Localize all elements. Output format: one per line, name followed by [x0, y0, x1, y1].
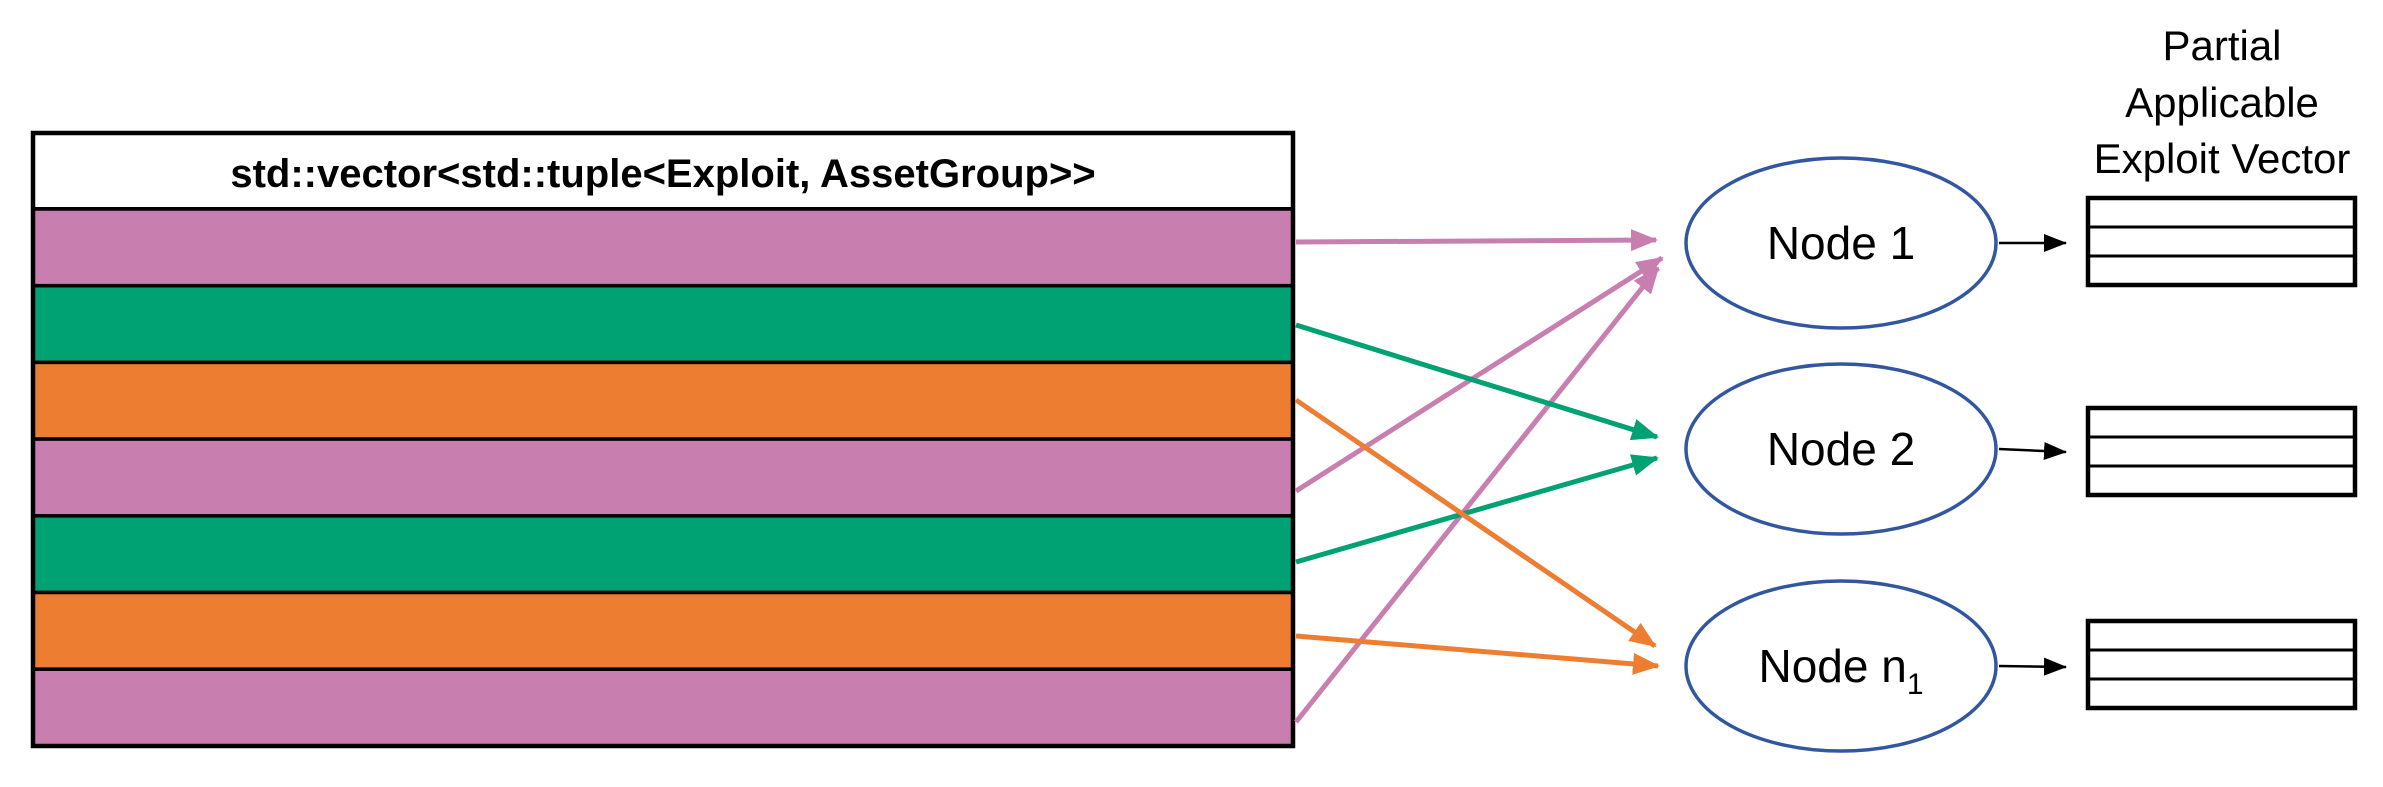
table-row	[2086, 406, 2357, 439]
vector-row-5	[31, 514, 1295, 595]
vector-box-outline	[30, 130, 1296, 749]
arrow-row6-to-noden1	[1295, 633, 1660, 675]
vector-row-3	[31, 360, 1295, 441]
vector-row-7	[31, 667, 1295, 748]
node-n1: Node n1	[1684, 579, 1998, 753]
vector-header-label: std::vector<std::tuple<Exploit, AssetGro…	[230, 152, 1095, 196]
vector-row-1	[31, 207, 1295, 288]
node-2-label: Node 2	[1767, 423, 1915, 475]
arrow-noden1-to-table	[1998, 657, 2067, 676]
vector-row-2	[31, 283, 1295, 365]
table-row	[2086, 464, 2357, 497]
table-row	[2086, 254, 2357, 287]
arrow-row5-to-node2	[1295, 454, 1659, 565]
vector-row-4	[31, 437, 1295, 518]
node-1: Node 1	[1684, 156, 1998, 330]
partial-table-2-outline	[2085, 405, 2358, 498]
vector-row-6	[31, 590, 1295, 671]
table-row	[2086, 677, 2357, 710]
node-n1-label: Node n1	[1758, 640, 1923, 701]
output-label-line-3: Exploit Vector	[2094, 135, 2351, 182]
table-row	[2086, 225, 2357, 258]
table-row	[2086, 619, 2357, 652]
table-row	[2086, 648, 2357, 681]
partial-table-2	[2085, 405, 2358, 498]
node-1-ellipse	[1684, 156, 1998, 330]
partial-table-1	[2085, 195, 2358, 288]
arrow-row7-to-node1	[1294, 266, 1660, 724]
arrow-row1-to-node1	[1295, 229, 1658, 252]
arrow-row3-to-noden1	[1294, 397, 1657, 649]
vector-box: std::vector<std::tuple<Exploit, AssetGro…	[30, 130, 1296, 749]
partial-table-3-outline	[2085, 618, 2358, 711]
node-n1-label-main: Node n	[1758, 640, 1906, 692]
arrow-row2-to-node2	[1295, 322, 1659, 441]
table-row	[2086, 196, 2357, 229]
output-label: Partial Applicable Exploit Vector	[2094, 22, 2351, 182]
node-1-label: Node 1	[1767, 217, 1915, 269]
node-to-table-arrows	[1998, 234, 2067, 676]
output-label-line-2: Applicable	[2125, 79, 2319, 126]
output-label-line-1: Partial	[2162, 22, 2281, 69]
row-to-node-arrows	[1294, 229, 1664, 724]
node-2-ellipse	[1684, 362, 1998, 536]
partial-table-3	[2085, 618, 2358, 711]
arrow-row4-to-node1	[1294, 255, 1664, 494]
node-n1-label-subscript: 1	[1907, 668, 1924, 701]
arrow-node2-to-table	[1998, 442, 2067, 461]
node-n1-ellipse	[1684, 579, 1998, 753]
partial-table-1-outline	[2085, 195, 2358, 288]
node-2: Node 2	[1684, 362, 1998, 536]
table-row	[2086, 435, 2357, 468]
